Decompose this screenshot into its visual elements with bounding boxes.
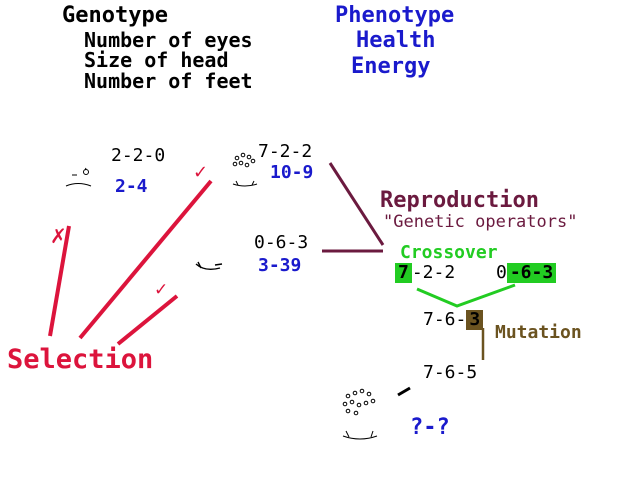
creature-7-2-2-icon <box>232 152 258 187</box>
phenotype-title: Phenotype <box>335 3 455 28</box>
offspring-creature-icon <box>342 388 378 440</box>
creature-0-6-3-icon <box>195 261 223 271</box>
creature-3-phenotype: 3-39 <box>258 255 302 276</box>
parent-1-rest: -2-2 <box>411 262 456 283</box>
crossover-connector <box>416 283 516 308</box>
accept-mark-bottom: ✓ <box>154 280 169 300</box>
selection-line-bottom <box>116 294 179 346</box>
creature-1-genotype: 2-2-0 <box>111 145 166 166</box>
crossover-label: Crossover <box>400 242 498 263</box>
phenotype-item-health: Health <box>356 28 436 53</box>
genotype-title: Genotype <box>62 3 168 28</box>
creature-2-genotype: 7-2-2 <box>258 141 313 162</box>
phenotype-item-energy: Energy <box>351 54 431 79</box>
parent-2-lead: 0 <box>496 262 507 283</box>
accept-mark-top: ✓ <box>193 162 209 183</box>
child-mutated-gene: 3 <box>466 310 484 330</box>
selection-label: Selection <box>7 344 154 375</box>
creature-1-phenotype: 2-4 <box>115 176 148 197</box>
selection-line-middle <box>78 179 213 340</box>
creature-2-2-0-icon <box>65 167 92 187</box>
child-lead: 7-6- <box>423 309 467 330</box>
offspring-genotype: 7-6-5 <box>423 362 478 383</box>
genotype-item-head: Size of head <box>84 48 229 72</box>
parent-1-genotype: 7-2-2 <box>395 263 455 283</box>
reproduction-line-top <box>328 162 385 246</box>
reject-mark: ✗ <box>50 224 67 248</box>
parent-2-genotype: 0-6-3 <box>496 262 557 283</box>
genetic-operators-label: "Genetic operators" <box>383 212 578 232</box>
offspring-phenotype: ?-? <box>410 415 450 440</box>
parent-1-highlight: 7 <box>395 263 412 283</box>
mutation-label: Mutation <box>495 322 582 343</box>
parent-2-highlight: -6-3 <box>506 263 557 283</box>
creature-2-phenotype: 10-9 <box>270 162 314 183</box>
reproduction-label: Reproduction <box>380 188 539 213</box>
genotype-item-feet: Number of feet <box>84 69 253 93</box>
selection-line-reject <box>48 225 71 337</box>
child-genotype: 7-6-3 <box>423 309 484 330</box>
genotype-item-eyes: Number of eyes <box>84 28 253 52</box>
creature-3-genotype: 0-6-3 <box>254 232 309 253</box>
offspring-pointer <box>397 386 411 397</box>
